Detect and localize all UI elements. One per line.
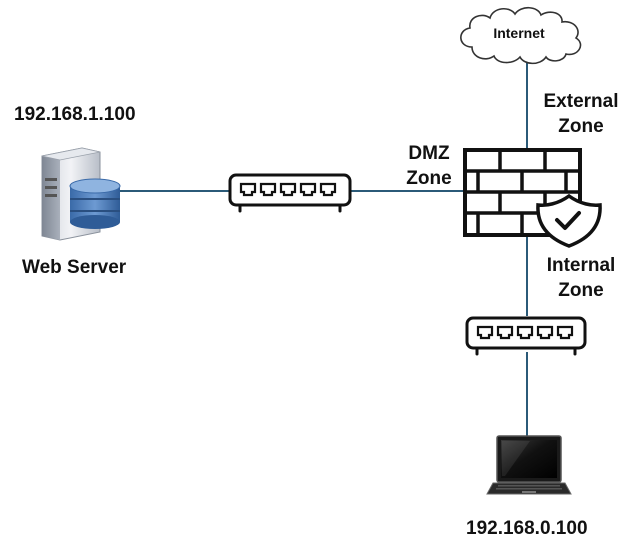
firewall-icon <box>463 148 602 248</box>
dmz-zone-line1: DMZ <box>408 143 450 164</box>
external-zone-line2: Zone <box>558 116 604 137</box>
shield-check-icon <box>536 193 602 248</box>
server-database-icon <box>41 147 121 241</box>
internal-switch <box>465 316 587 356</box>
web-server-ip: 192.168.1.100 <box>14 104 136 125</box>
web-server-name: Web Server <box>22 257 127 278</box>
internet-label: Internet <box>493 25 545 41</box>
laptop-icon <box>486 435 572 495</box>
internal-zone-line2: Zone <box>558 280 604 301</box>
dmz-zone-label: DMZ Zone <box>392 141 466 191</box>
internal-zone-line1: Internal <box>546 255 616 276</box>
connections <box>118 60 528 436</box>
internal-zone-label: Internal Zone <box>536 253 626 303</box>
dmz-zone-line2: Zone <box>406 168 452 189</box>
external-zone-line1: External <box>543 91 619 112</box>
database-icon <box>69 178 121 229</box>
client-ip: 192.168.0.100 <box>466 518 588 539</box>
cloud-icon <box>460 6 582 65</box>
dmz-switch <box>228 173 352 213</box>
external-zone-label: External Zone <box>536 89 626 139</box>
